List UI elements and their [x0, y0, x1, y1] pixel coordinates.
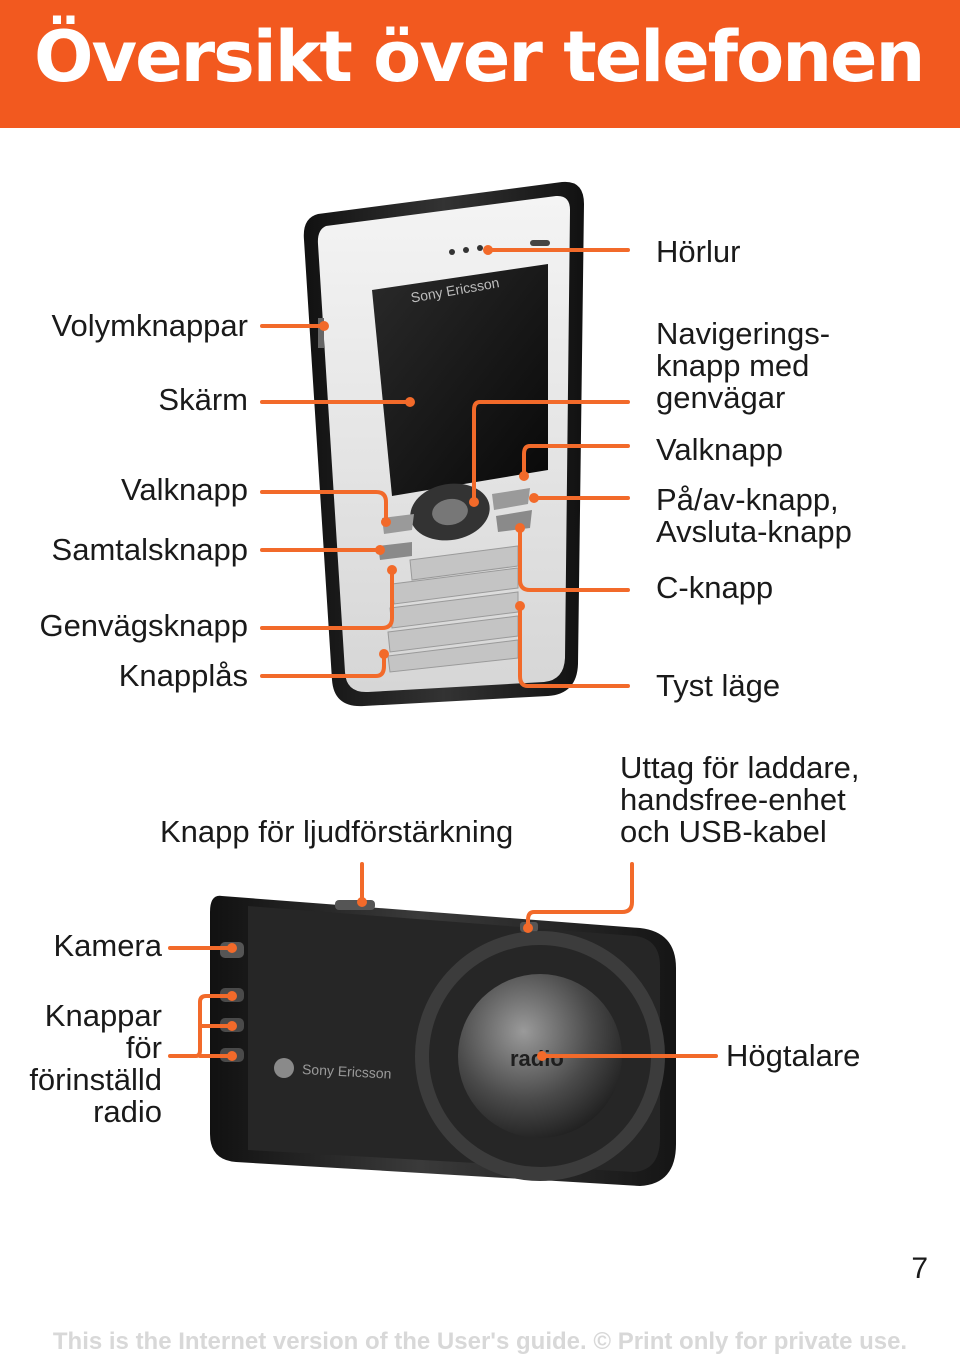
page-title: Översikt över telefonen	[34, 16, 925, 98]
back-phone: radio Sony Ericsson	[210, 895, 676, 1186]
label-preset-radio-keys: Knappar för förinställd radio	[20, 1000, 162, 1128]
back-callout-lines	[168, 862, 718, 1058]
label-onoff-line-2: Avsluta-knapp	[656, 514, 852, 549]
label-silent-mode: Tyst läge	[656, 668, 781, 703]
front-callout-lines	[260, 248, 630, 688]
label-navigation-line-3: genvägar	[656, 380, 786, 415]
label-selection-key-left: Valknapp	[121, 472, 248, 507]
label-navigation-line-1: Navigerings-	[656, 316, 831, 351]
label-onoff-line-1: På/av-knapp,	[656, 482, 839, 517]
front-phone: Sony Ericsson	[303, 181, 584, 707]
label-navigation-key: Navigerings- knapp med genvägar	[656, 318, 830, 414]
label-volume-keys: Volymknappar	[51, 308, 248, 343]
label-earpiece: Hörlur	[656, 234, 741, 269]
label-preset-line-4: radio	[93, 1094, 162, 1129]
label-camera: Kamera	[53, 928, 162, 963]
label-clear-key: C-knapp	[656, 570, 774, 605]
label-connector: Uttag för laddare, handsfree-enhet och U…	[620, 752, 860, 848]
page-number: 7	[911, 1252, 928, 1285]
footer-notice: This is the Internet version of the User…	[52, 1328, 908, 1355]
label-call-key: Samtalsknapp	[51, 532, 248, 567]
back-callout-dots	[227, 897, 547, 1061]
brand-logo-icon	[274, 1058, 294, 1078]
front-callout-dots	[319, 245, 539, 659]
speaker-label: radio	[510, 1046, 564, 1071]
title-banner: Översikt över telefonen	[0, 0, 960, 128]
label-connector-line-2: handsfree-enhet	[620, 782, 846, 817]
label-keylock: Knapplås	[118, 658, 248, 693]
label-connector-line-1: Uttag för laddare,	[620, 750, 860, 785]
label-preset-line-1: Knappar	[44, 998, 162, 1033]
label-onoff-key: På/av-knapp, Avsluta-knapp	[656, 484, 852, 548]
label-shortcut-key: Genvägsknapp	[39, 608, 248, 643]
back-brand-logo: Sony Ericsson	[302, 1061, 392, 1082]
label-navigation-line-2: knapp med	[656, 348, 810, 383]
label-selection-key-right: Valknapp	[656, 432, 783, 467]
label-preset-line-3: förinställd	[29, 1062, 162, 1097]
label-speaker: Högtalare	[726, 1038, 861, 1073]
label-boost-key: Knapp för ljudförstärkning	[160, 814, 514, 849]
label-screen: Skärm	[158, 382, 248, 417]
label-preset-line-2: för	[125, 1030, 162, 1065]
label-connector-line-3: och USB-kabel	[620, 814, 827, 849]
